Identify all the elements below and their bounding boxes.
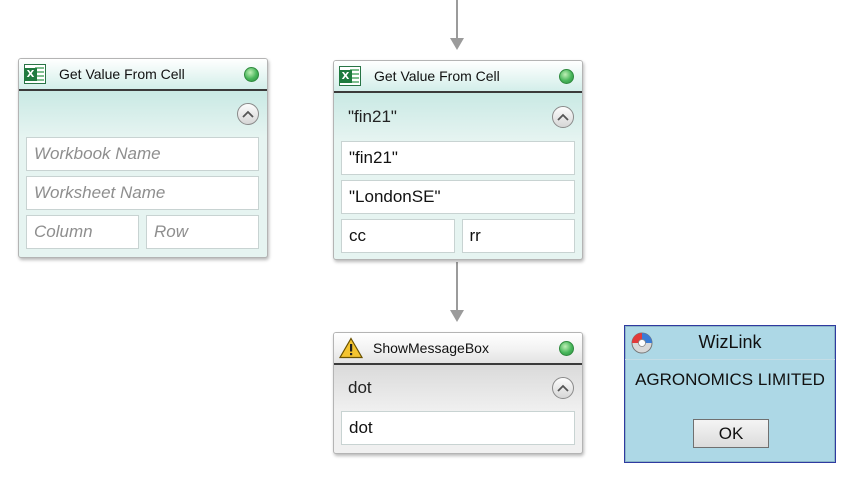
connector-top-arrow bbox=[450, 38, 464, 50]
activity-fields: "fin21" "LondonSE" cc rr bbox=[334, 141, 582, 253]
wizlink-dialog: WizLink AGRONOMICS LIMITED OK bbox=[624, 325, 836, 463]
activity-fields: Workbook Name Worksheet Name Column Row bbox=[19, 137, 267, 249]
collapse-button[interactable] bbox=[552, 106, 574, 128]
collapse-button[interactable] bbox=[237, 103, 259, 125]
row-field[interactable]: Row bbox=[146, 215, 259, 249]
dialog-title: WizLink bbox=[698, 332, 762, 352]
connector-middle-arrow bbox=[450, 310, 464, 322]
summary-text: dot bbox=[348, 378, 372, 397]
activity-summary[interactable]: "fin21" bbox=[334, 93, 582, 141]
worksheet-name-field[interactable]: Worksheet Name bbox=[26, 176, 259, 210]
summary-text: "fin21" bbox=[348, 107, 397, 126]
activity-get-value-from-cell-left[interactable]: X Get Value From Cell Workbook Name Work… bbox=[18, 58, 268, 258]
chevron-up-icon bbox=[557, 384, 569, 392]
cell-address-row: Column Row bbox=[26, 215, 259, 249]
activity-show-message-box[interactable]: ShowMessageBox dot dot bbox=[333, 332, 583, 454]
excel-icon: X bbox=[24, 64, 46, 84]
cell-address-row: cc rr bbox=[341, 219, 575, 253]
activity-title: Get Value From Cell bbox=[59, 66, 185, 82]
workbook-name-field[interactable]: "fin21" bbox=[341, 141, 575, 175]
activity-summary[interactable] bbox=[19, 91, 267, 137]
activity-title: ShowMessageBox bbox=[373, 340, 489, 356]
workbook-name-field[interactable]: Workbook Name bbox=[26, 137, 259, 171]
chevron-up-icon bbox=[557, 113, 569, 121]
status-ok-icon bbox=[559, 340, 574, 356]
activity-title: Get Value From Cell bbox=[374, 68, 500, 84]
activity-header[interactable]: X Get Value From Cell bbox=[334, 61, 582, 93]
wizlink-app-icon bbox=[631, 332, 653, 353]
status-ok-icon bbox=[244, 66, 259, 82]
chevron-up-icon bbox=[242, 110, 254, 118]
column-field[interactable]: cc bbox=[341, 219, 455, 253]
status-ok-icon bbox=[559, 68, 574, 84]
activity-get-value-from-cell-middle[interactable]: X Get Value From Cell "fin21" "fin21" "L… bbox=[333, 60, 583, 260]
connector-top bbox=[456, 0, 458, 38]
warning-icon bbox=[339, 337, 363, 359]
activity-header[interactable]: ShowMessageBox bbox=[334, 333, 582, 365]
dialog-title-bar[interactable]: WizLink bbox=[625, 326, 835, 360]
column-field[interactable]: Column bbox=[26, 215, 139, 249]
row-field[interactable]: rr bbox=[461, 219, 575, 253]
connector-middle bbox=[456, 262, 458, 310]
worksheet-name-field[interactable]: "LondonSE" bbox=[341, 180, 575, 214]
activity-fields: dot bbox=[334, 411, 582, 445]
message-field[interactable]: dot bbox=[341, 411, 575, 445]
dialog-message: AGRONOMICS LIMITED bbox=[635, 370, 825, 389]
collapse-button[interactable] bbox=[552, 377, 574, 399]
ok-button[interactable]: OK bbox=[693, 419, 769, 448]
activity-summary[interactable]: dot bbox=[334, 365, 582, 411]
excel-icon: X bbox=[339, 66, 361, 86]
activity-header[interactable]: X Get Value From Cell bbox=[19, 59, 267, 91]
